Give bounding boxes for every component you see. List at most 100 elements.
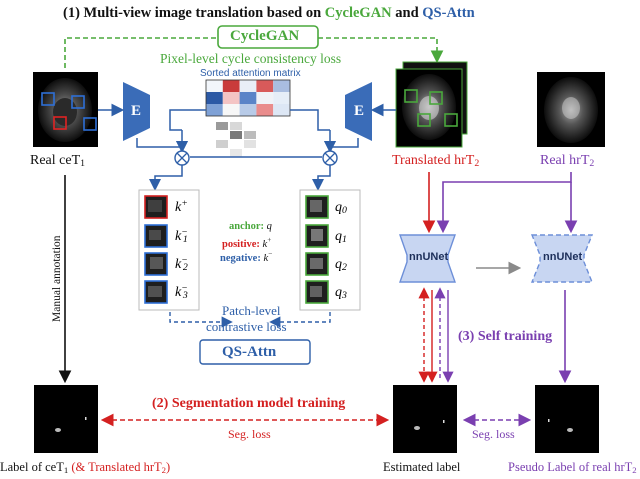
real-hrt2-sub: 2	[589, 158, 595, 169]
key-1-base: k	[175, 229, 182, 244]
cyclegan-label: CycleGAN	[230, 28, 300, 44]
attention-cell	[206, 80, 223, 92]
query-3-base: q	[335, 285, 342, 300]
query-2: q2	[335, 258, 347, 273]
title-cyclegan: CycleGAN	[324, 5, 392, 21]
seg-training-label: (2) Segmentation model training	[152, 396, 346, 411]
key-2-sub: 2	[182, 262, 188, 273]
translated-hrt2-image	[395, 61, 468, 148]
legend-positive-text: positive:	[222, 239, 260, 250]
encoder-left-label: E	[131, 103, 142, 119]
attention-cell	[222, 80, 240, 92]
attention-cell	[206, 104, 223, 116]
legend-anchor-text: anchor:	[229, 221, 264, 232]
manual-annotation-label: Manual annotation	[51, 235, 63, 322]
query-3-sub: 3	[342, 290, 347, 301]
query-0-sub: 0	[342, 205, 347, 216]
diagram-title: (1) Multi-view image translation based o…	[63, 6, 475, 21]
seg-loss-red: Seg. loss	[228, 427, 271, 441]
attention-cell	[222, 104, 240, 116]
pseudo-label-caption: Pseudo Label of real hrT2	[508, 461, 637, 475]
contrastive-loss-line1: Patch-level	[222, 303, 281, 318]
label-cet1-sub: 1	[63, 465, 69, 475]
query-patches	[305, 195, 329, 304]
nnunet-2-label: nnUNet	[543, 251, 583, 263]
translated-hrt2-text: Translated hrT	[392, 153, 475, 168]
encoder-flow	[136, 109, 359, 158]
query-0-base: q	[335, 200, 342, 215]
label-cet1-caption: Label of ceT1 (& Translated hrT2)	[0, 461, 170, 475]
self-training-label: (3) Self training	[458, 329, 553, 344]
nnunet-1-label: nnUNet	[409, 251, 449, 263]
key-2-sup: −	[181, 255, 188, 266]
estimated-label-caption: Estimated label	[383, 460, 461, 474]
attention-cell	[256, 104, 274, 116]
key-patches	[144, 195, 168, 304]
encoder-right	[345, 82, 372, 141]
label-cet1-text: Label of ceT	[0, 460, 64, 474]
attention-matrix	[205, 79, 291, 117]
contrastive-loss-line2: contrastive loss	[206, 319, 287, 334]
attention-cell	[273, 92, 290, 104]
attention-cell	[273, 80, 290, 92]
legend-positive-sym: k	[262, 239, 268, 250]
attention-cell	[239, 92, 257, 104]
real-cet1-text: Real ceT	[30, 153, 81, 168]
cyclegan-box	[217, 25, 319, 49]
legend-anchor-sym: q	[266, 221, 272, 232]
multiply-left	[174, 150, 190, 166]
query-2-sub: 2	[342, 262, 347, 273]
qsattn-label: QS-Attn	[222, 344, 277, 360]
key-1-sub: 1	[182, 234, 188, 245]
label-cet1-translated: (& Translated hrT	[68, 460, 162, 474]
pseudo-label-image	[535, 385, 599, 453]
key-1: k−1	[175, 228, 188, 245]
attention-cell	[239, 80, 257, 92]
key-0-base: k	[175, 200, 182, 215]
label-cet1-image	[34, 385, 98, 453]
attention-matrix-label: Sorted attention matrix	[200, 68, 301, 79]
key-2-base: k	[175, 257, 182, 272]
legend-negative-sup: −	[268, 249, 273, 258]
legend-positive: positive: k+	[222, 236, 271, 251]
seg-loss-purple: Seg. loss	[472, 427, 515, 441]
key-3-base: k	[175, 285, 182, 300]
title-and: and	[391, 5, 423, 21]
nnunet-2-shape	[530, 234, 594, 283]
real-cet1-image	[33, 72, 98, 147]
title-prefix: (1) Multi-view image translation based o…	[63, 5, 325, 21]
qsattn-box	[199, 339, 311, 365]
legend-negative-sym: k	[263, 253, 269, 264]
cycle-loss-label: Pixel-level cycle consistency loss	[160, 51, 342, 66]
query-0: q0	[335, 201, 347, 216]
key-3-sub: 3	[182, 290, 188, 301]
real-hrt2-text: Real hrT	[540, 153, 590, 168]
attention-cell	[206, 92, 223, 104]
key-2: k−2	[175, 256, 188, 273]
attention-rows-gray	[216, 122, 256, 157]
key-1-sup: −	[181, 227, 188, 238]
key-3: k−3	[175, 284, 188, 301]
legend-negative-text: negative:	[220, 253, 261, 264]
translated-hrt2-label: Translated hrT2	[392, 154, 479, 169]
query-2-base: q	[335, 257, 342, 272]
attention-cell	[256, 80, 274, 92]
real-cet1-sub: 1	[80, 158, 86, 169]
query-1: q1	[335, 230, 347, 245]
attention-cell	[222, 92, 240, 104]
key-0: k+	[175, 199, 188, 215]
key-0-sup: +	[181, 198, 188, 209]
encoder-right-label: E	[354, 103, 365, 119]
attention-cell	[239, 104, 257, 116]
encoder-left	[123, 82, 150, 141]
attention-cell	[256, 92, 274, 104]
multiply-right	[322, 150, 338, 166]
pseudo-label-sub: 2	[632, 465, 637, 475]
title-qsattn: QS-Attn	[422, 5, 475, 21]
query-1-base: q	[335, 229, 342, 244]
estimated-label-image	[393, 385, 457, 453]
label-cet1-close: )	[166, 460, 171, 474]
legend-positive-sup: +	[267, 235, 272, 244]
query-3: q3	[335, 286, 347, 301]
